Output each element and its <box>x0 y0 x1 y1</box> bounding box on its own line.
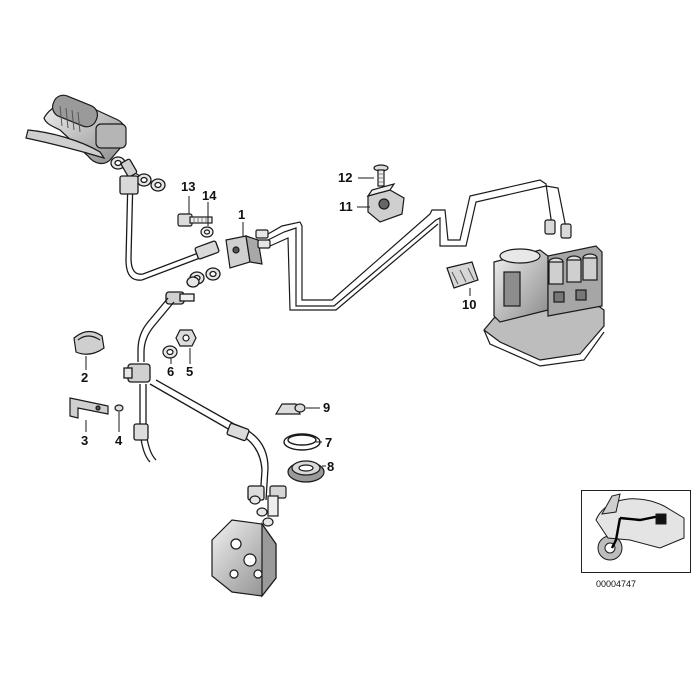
callout-14: 14 <box>202 188 217 203</box>
screw-4 <box>114 404 124 412</box>
screw-9 <box>274 403 306 415</box>
seal-ring-14 <box>200 226 214 238</box>
callout-3: 3 <box>81 433 89 448</box>
callout-9: 9 <box>323 400 331 415</box>
caliper-bolt-washers <box>249 485 287 527</box>
block-washers <box>165 267 221 305</box>
banjo-bolt-13 <box>177 213 213 227</box>
location-inset-frame <box>581 490 691 573</box>
ring-7 <box>283 433 321 451</box>
clip-10 <box>446 261 479 289</box>
front-brake-hose-lower <box>123 297 269 501</box>
screw-12 <box>373 164 389 187</box>
callout-11: 11 <box>339 199 353 214</box>
grommet-8 <box>287 460 325 483</box>
callout-10: 10 <box>462 297 477 312</box>
callout-1: 1 <box>238 207 246 222</box>
brake-caliper <box>211 519 277 598</box>
callout-2: 2 <box>81 370 89 385</box>
callout-4: 4 <box>115 433 123 448</box>
brake-distributor-block-1 <box>225 229 271 269</box>
abs-pressure-modulator <box>483 245 605 367</box>
washer-6 <box>162 345 178 359</box>
handlebar-brake-lever <box>25 94 127 165</box>
leader-lines <box>85 177 471 467</box>
nut-5 <box>175 329 197 347</box>
callout-5: 5 <box>186 364 194 379</box>
callout-8: 8 <box>327 459 335 474</box>
callout-13: 13 <box>181 179 196 194</box>
bracket-3 <box>69 397 109 419</box>
callout-12: 12 <box>338 170 353 185</box>
callout-7: 7 <box>325 435 333 450</box>
clamp-2 <box>73 330 105 355</box>
diagram-reference-code: 00004747 <box>596 579 637 589</box>
steel-brake-lines <box>267 179 572 311</box>
holder-11 <box>366 182 405 223</box>
front-brake-hose-upper <box>119 175 220 281</box>
callout-6: 6 <box>167 364 175 379</box>
